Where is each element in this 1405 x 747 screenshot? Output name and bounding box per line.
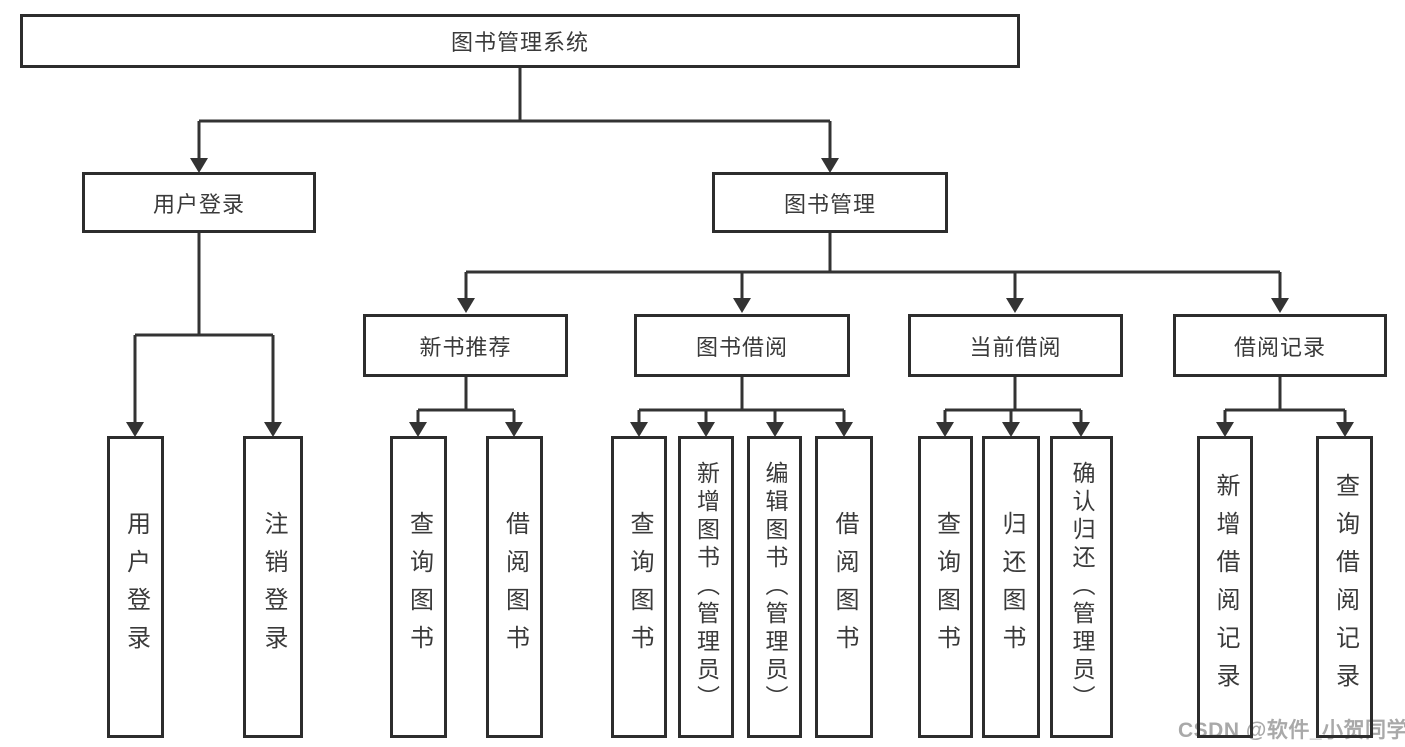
leaf-user-login-label: 用户登录: [122, 511, 150, 663]
leaf-cb-query-label: 查询图书: [932, 511, 960, 663]
node-user-login: 用户登录: [82, 172, 316, 233]
leaf-bb-query-label: 查询图书: [626, 511, 653, 663]
leaf-bb-edit: 编辑图书（管理员）: [747, 436, 802, 738]
node-root: 图书管理系统: [20, 14, 1020, 68]
leaf-nb-query-label: 查询图书: [405, 511, 433, 663]
node-current-borrow-label: 当前借阅: [969, 334, 1062, 360]
node-book-mgmt-label: 图书管理: [783, 191, 876, 217]
leaf-logout: 注销登录: [243, 436, 303, 738]
leaf-logout-label: 注销登录: [260, 511, 287, 663]
leaf-cb-return-label: 归还图书: [998, 511, 1025, 663]
leaf-br-add-label: 新增借阅记录: [1212, 473, 1239, 701]
leaf-cb-confirm: 确认归还（管理员）: [1050, 436, 1113, 738]
node-borrow-records: 借阅记录: [1173, 314, 1387, 377]
node-user-login-label: 用户登录: [152, 191, 245, 217]
leaf-bb-query: 查询图书: [611, 436, 667, 738]
connector-segments: [135, 68, 1345, 412]
node-root-label: 图书管理系统: [450, 30, 589, 55]
node-borrow-records-label: 借阅记录: [1233, 334, 1326, 360]
node-book-borrow-label: 图书借阅: [695, 334, 788, 360]
leaf-nb-query: 查询图书: [390, 436, 447, 738]
leaf-bb-add: 新增图书（管理员）: [678, 436, 734, 738]
node-book-mgmt: 图书管理: [712, 172, 948, 233]
leaf-cb-return: 归还图书: [982, 436, 1040, 738]
node-current-borrow: 当前借阅: [908, 314, 1123, 377]
leaf-br-query: 查询借阅记录: [1316, 436, 1373, 738]
node-new-books-label: 新书推荐: [419, 334, 512, 360]
leaf-user-login: 用户登录: [107, 436, 164, 738]
leaf-cb-confirm-label: 确认归还（管理员）: [1069, 461, 1095, 713]
node-new-books: 新书推荐: [363, 314, 568, 377]
leaf-bb-add-label: 新增图书（管理员）: [693, 461, 720, 713]
leaf-bb-edit-label: 编辑图书（管理员）: [762, 461, 788, 713]
leaf-bb-borrow: 借阅图书: [815, 436, 873, 738]
leaf-br-query-label: 查询借阅记录: [1331, 473, 1359, 701]
node-book-borrow: 图书借阅: [634, 314, 850, 377]
leaf-br-add: 新增借阅记录: [1197, 436, 1253, 738]
leaf-nb-borrow-label: 借阅图书: [501, 511, 529, 663]
csdn-watermark: CSDN @软件_小贺同学: [1178, 719, 1405, 742]
connector-arrows: [126, 121, 1354, 437]
leaf-cb-query: 查询图书: [918, 436, 973, 738]
leaf-nb-borrow: 借阅图书: [486, 436, 543, 738]
leaf-bb-borrow-label: 借阅图书: [831, 511, 858, 663]
